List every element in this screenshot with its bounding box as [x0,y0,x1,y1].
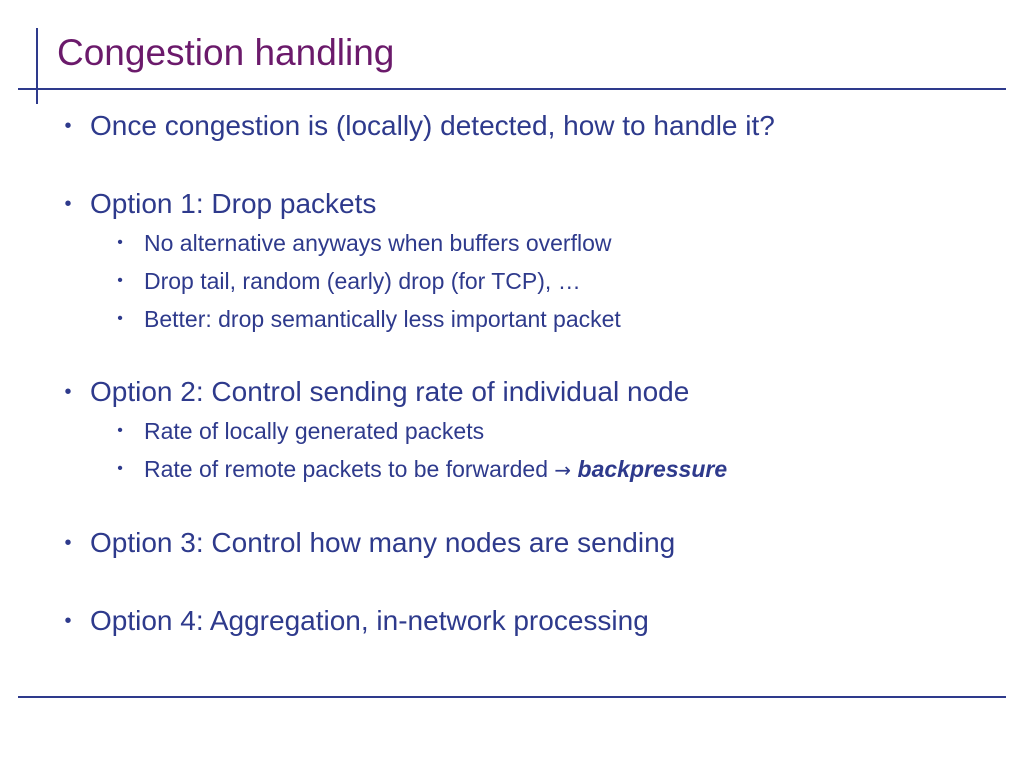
bullet-1-text: Once congestion is (locally) detected, h… [90,110,775,141]
bullet-dot-icon: • [64,115,72,137]
title-vertical-rule [36,28,38,104]
sub-bullet-dot-icon: • [117,422,123,439]
backpressure-term: backpressure [577,456,728,482]
sub-bullet-2-3-text: Better: drop semantically less important… [144,306,621,332]
sub-bullet-dot-icon: • [117,272,123,289]
bullet-dot-icon: • [64,532,72,554]
sub-bullet-3-2: • Rate of remote packets to be forwarded… [58,450,988,489]
bullet-3-text: Option 2: Control sending rate of indivi… [90,376,690,407]
sub-bullet-dot-icon: • [117,234,123,251]
sub-bullet-3-1-text: Rate of locally generated packets [144,418,485,444]
sub-bullet-2-3: • Better: drop semantically less importa… [58,300,988,338]
spacer [58,146,988,184]
sub-bullet-dot-icon: • [117,460,123,477]
bullet-4-text: Option 3: Control how many nodes are sen… [90,527,676,558]
sub-bullet-2-1: • No alternative anyways when buffers ov… [58,224,988,262]
sub-bullet-3-2-text: Rate of remote packets to be forwarded [144,456,548,482]
sub-bullet-3-1: • Rate of locally generated packets [58,412,988,450]
bullet-4: • Option 3: Control how many nodes are s… [58,523,988,563]
sub-bullet-2-2: • Drop tail, random (early) drop (for TC… [58,262,988,300]
slide-content: • Once congestion is (locally) detected,… [58,106,988,641]
sub-bullet-dot-icon: • [117,310,123,327]
bullet-5: • Option 4: Aggregation, in-network proc… [58,601,988,641]
bullet-5-text: Option 4: Aggregation, in-network proces… [90,605,649,636]
bullet-dot-icon: • [64,381,72,403]
bullet-dot-icon: • [64,193,72,215]
sub-bullet-2-1-text: No alternative anyways when buffers over… [144,230,612,256]
spacer [58,489,988,523]
bullet-2-text: Option 1: Drop packets [90,188,377,219]
slide-title: Congestion handling [57,32,395,73]
sub-bullet-2-2-text: Drop tail, random (early) drop (for TCP)… [144,268,581,294]
right-arrow-icon: → [554,458,572,482]
spacer [58,563,988,601]
spacer [58,338,988,372]
bullet-1: • Once congestion is (locally) detected,… [58,106,988,146]
bullet-dot-icon: • [64,610,72,632]
title-horizontal-rule [18,88,1006,90]
bullet-3: • Option 2: Control sending rate of indi… [58,372,988,412]
bullet-2: • Option 1: Drop packets [58,184,988,224]
footer-horizontal-rule [18,696,1006,698]
